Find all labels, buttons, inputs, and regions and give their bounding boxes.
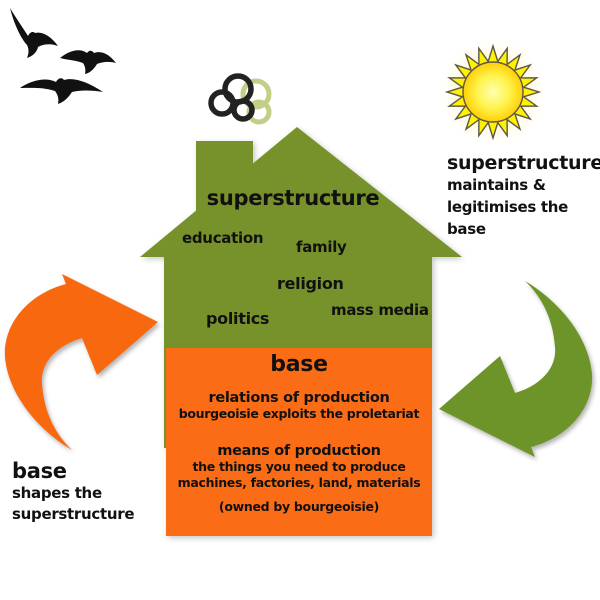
house-label-family: family: [296, 238, 347, 256]
caption-right-line: legitimises the: [447, 198, 569, 216]
superstructure-maintains-arrow-icon: [439, 281, 593, 457]
relations-of-production-line: bourgeoisie exploits the proletariat: [178, 406, 420, 421]
means-of-production-heading: means of production: [217, 443, 381, 459]
caption-right-line: base: [447, 220, 486, 238]
base-shapes-arrow-icon: [4, 274, 158, 450]
bird-icon: [10, 8, 58, 58]
caption-left-line: shapes the: [12, 484, 102, 502]
house-roof: [140, 127, 462, 257]
owned-by-bourgeoisie-line: (owned by bourgeoisie): [218, 499, 380, 514]
smoke-icon: [208, 73, 272, 125]
birds-icon: [10, 8, 116, 104]
house-icon: [140, 127, 462, 536]
caption-left-title: base: [12, 459, 67, 483]
means-of-production-line: machines, factories, land, materials: [177, 475, 421, 490]
base-panel-title: base: [270, 352, 328, 377]
means-of-production-line: the things you need to produce: [192, 459, 406, 474]
base-panel-rect: [166, 348, 432, 536]
house-label-politics: politics: [206, 309, 270, 328]
sun-icon: [436, 35, 550, 149]
house-label-religion: religion: [277, 274, 344, 293]
caption-superstructure-maintains: superstructure maintains & legitimises t…: [447, 152, 600, 240]
caption-right-line: maintains &: [447, 176, 546, 194]
caption-left-line: superstructure: [12, 505, 135, 523]
sun-disc: [462, 61, 524, 123]
relations-of-production-heading: relations of production: [208, 390, 390, 406]
caption-base-shapes: base shapes the superstructure: [12, 459, 135, 525]
roof-title: superstructure: [206, 186, 380, 210]
bird-icon: [20, 78, 103, 104]
smoke-ring: [208, 89, 236, 117]
caption-right-title: superstructure: [447, 152, 600, 174]
smoke-ring: [240, 78, 272, 110]
base-panel: base relations of production bourgeoisie…: [166, 350, 432, 515]
bird-icon: [60, 50, 116, 74]
house-label-mass-media: mass media: [331, 301, 429, 319]
smoke-ring: [231, 98, 255, 122]
house-label-education: education: [182, 229, 264, 247]
